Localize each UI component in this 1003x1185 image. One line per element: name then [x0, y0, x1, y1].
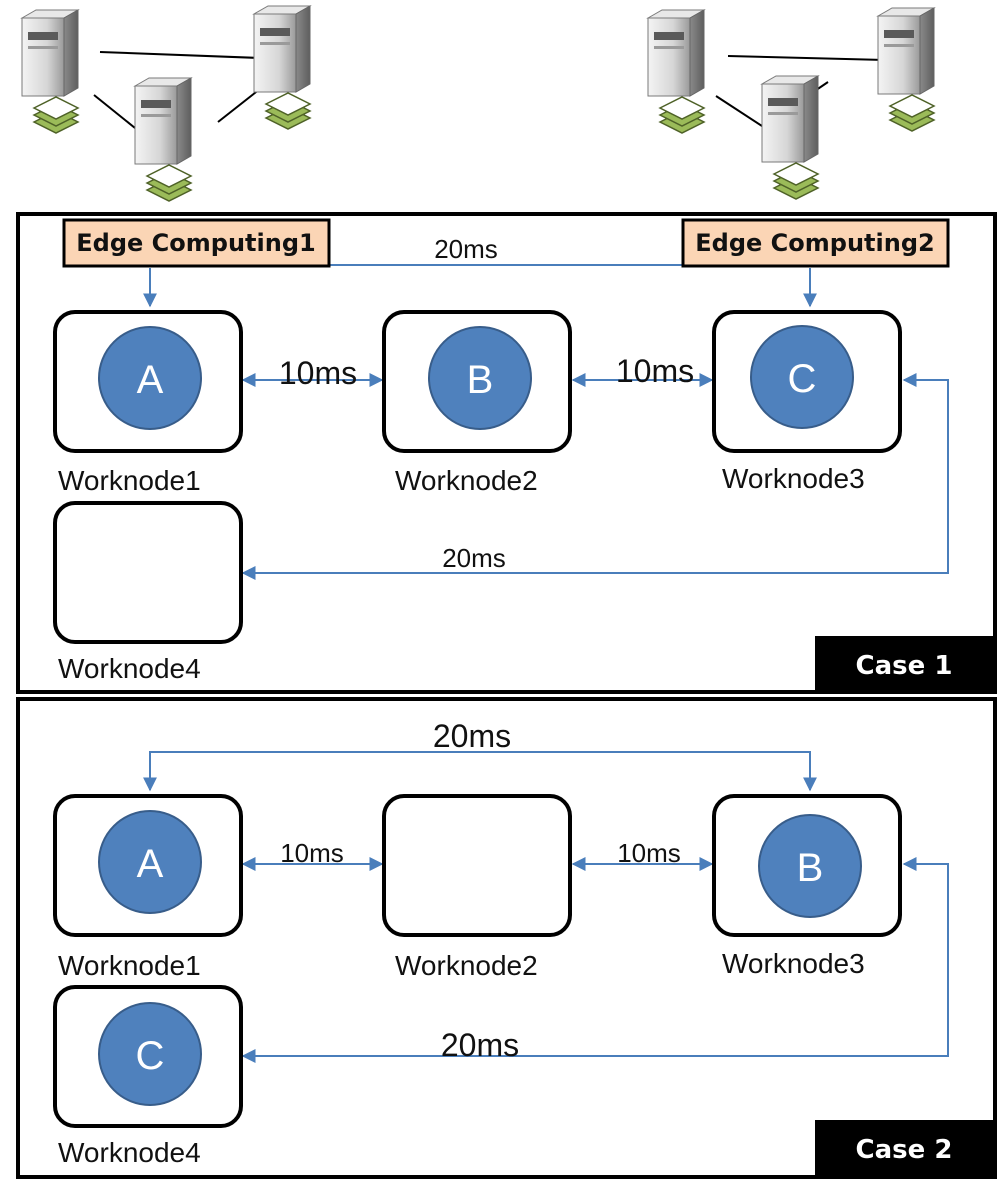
app-circle: [428, 326, 532, 430]
link-2-3-latency: 10ms: [617, 838, 681, 868]
link-2-3-latency: 10ms: [616, 353, 694, 389]
worknode-label: Worknode2: [395, 950, 538, 981]
worknode-label: Worknode2: [395, 465, 538, 496]
worknode-label: Worknode3: [722, 948, 865, 979]
server-tower-icon: [761, 75, 819, 163]
worknode4: Worknode4: [53, 501, 243, 684]
app-label: B: [797, 846, 824, 890]
worknode-label: Worknode4: [58, 1137, 201, 1168]
edge-cluster-2-servers: [647, 7, 935, 200]
edge-cluster-1-servers: [21, 5, 311, 202]
layer-stack-icon: [33, 96, 79, 134]
case-2-badge-label: Case 2: [856, 1135, 953, 1165]
app-label: C: [136, 1034, 165, 1078]
edge-computing-1-box: Edge Computing1: [62, 218, 331, 268]
server-tower-icon: [647, 9, 705, 97]
worknode4: C Worknode4: [53, 985, 243, 1168]
app-label: A: [137, 358, 164, 402]
worknode-label: Worknode1: [58, 950, 201, 981]
worknode3: C Worknode3: [712, 310, 902, 494]
app-label: A: [137, 842, 164, 886]
layer-stack-icon: [659, 96, 705, 134]
app-circle: [750, 325, 854, 429]
worknode1: A Worknode1: [53, 310, 243, 496]
case-2-panel: 20ms 10ms 10ms 20ms A Worknode1 Worknode…: [16, 697, 997, 1179]
layer-stack-icon: [146, 164, 192, 202]
layer-stack-icon: [889, 94, 935, 132]
worknode2: B Worknode2: [382, 310, 572, 496]
worknode3: B Worknode3: [712, 794, 902, 979]
layer-stack-icon: [773, 162, 819, 200]
worknode1: A Worknode1: [53, 794, 243, 981]
case-1-badge: Case 1: [815, 636, 993, 690]
case-1-panel: 20ms Edge Computing1 Edge Computing2 10m…: [16, 212, 997, 694]
edge-computing-2-box: Edge Computing2: [681, 218, 950, 268]
server-tower-icon: [877, 7, 935, 95]
case-1-badge-label: Case 1: [856, 651, 953, 681]
link-1-2-latency: 10ms: [279, 355, 357, 391]
server-tower-icon: [134, 77, 192, 165]
link-3-4-latency: 20ms: [441, 1027, 519, 1063]
worknode-label: Worknode1: [58, 465, 201, 496]
app-circle: [758, 814, 862, 918]
worknode2: Worknode2: [382, 794, 572, 981]
app-circle: [98, 1002, 202, 1106]
edge-computing-1-label: Edge Computing1: [76, 229, 315, 257]
case-2-badge: Case 2: [815, 1120, 993, 1175]
edge-computing-2-label: Edge Computing2: [695, 229, 934, 257]
link-worknode3-worknode4: [241, 857, 949, 1063]
link-worknode3-worknode4: [241, 373, 949, 580]
app-label: B: [467, 358, 494, 402]
app-circle: [98, 810, 202, 914]
app-label: C: [788, 357, 817, 401]
link-1-3-latency: 20ms: [433, 718, 511, 754]
app-circle: [98, 326, 202, 430]
server-tower-icon: [21, 9, 79, 97]
worknode-label: Worknode4: [58, 653, 201, 684]
worknode-label: Worknode3: [722, 463, 865, 494]
link-worknode1-worknode3: [143, 751, 817, 792]
edge-link-latency: 20ms: [434, 234, 498, 264]
layer-stack-icon: [265, 92, 311, 130]
link-3-4-latency: 20ms: [442, 543, 506, 573]
server-tower-icon: [253, 5, 311, 93]
link-1-2-latency: 10ms: [280, 838, 344, 868]
